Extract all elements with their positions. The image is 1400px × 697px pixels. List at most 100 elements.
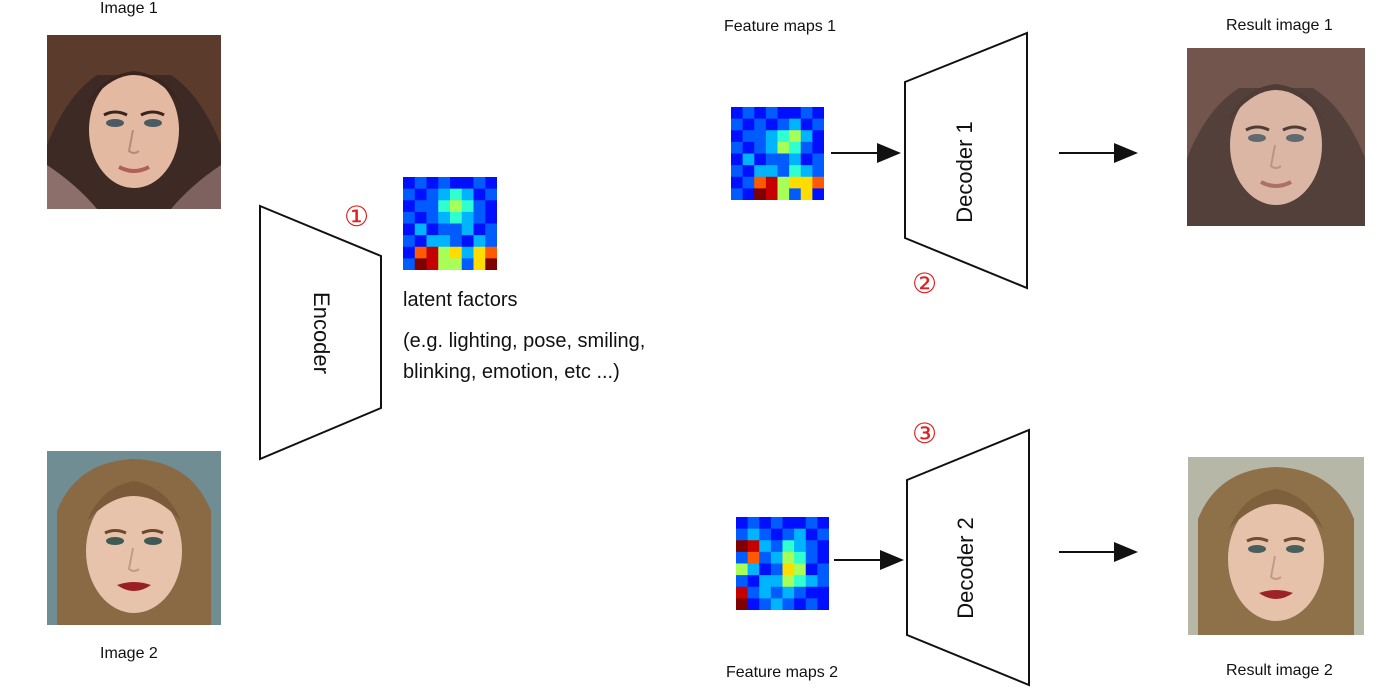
heatmap-cell	[461, 258, 474, 270]
heatmap-cell	[426, 200, 439, 213]
heatmap-cell	[777, 188, 790, 200]
heatmap-cell	[805, 517, 818, 530]
heatmap-cell	[800, 188, 813, 200]
heatmap-cell	[731, 141, 744, 154]
heatmap-cell	[759, 598, 772, 610]
decoder1-block	[904, 31, 1028, 290]
heatmap-cell	[789, 153, 802, 166]
heatmap-cell	[794, 517, 807, 530]
heatmap-cell	[438, 223, 451, 236]
heatmap-cell	[770, 517, 783, 530]
feature-map1-heatmap	[731, 107, 824, 200]
heatmap-cell	[794, 528, 807, 541]
heatmap-cell	[403, 211, 416, 224]
heatmap-cell	[759, 528, 772, 541]
image2-label: Image 2	[100, 645, 158, 662]
heatmap-cell	[747, 540, 760, 553]
heatmap-cell	[794, 575, 807, 588]
heatmap-cell	[736, 575, 749, 588]
heatmap-cell	[731, 165, 744, 178]
heatmap-cell	[461, 188, 474, 201]
result2-face	[1188, 457, 1364, 635]
heatmap-cell	[805, 575, 818, 588]
heatmap-cell	[759, 551, 772, 564]
heatmap-cell	[414, 177, 427, 190]
heatmap-cell	[765, 176, 778, 189]
heatmap-cell	[759, 575, 772, 588]
heatmap-cell	[800, 176, 813, 189]
heatmap-cell	[461, 200, 474, 213]
heatmap-cell	[770, 540, 783, 553]
heatmap-cell	[794, 551, 807, 564]
heatmap-cell	[426, 211, 439, 224]
heatmap-cell	[759, 517, 772, 530]
heatmap-cell	[754, 188, 767, 200]
heatmap-cell	[765, 130, 778, 143]
heatmap-cell	[770, 586, 783, 599]
heatmap-cell	[426, 235, 439, 248]
heatmap-cell	[817, 598, 829, 610]
heatmap-cell	[812, 141, 824, 154]
image1-face	[47, 35, 221, 209]
heatmap-cell	[438, 188, 451, 201]
heatmap-cell	[812, 107, 824, 120]
heatmap-cell	[742, 118, 755, 131]
heatmap-cell	[438, 258, 451, 270]
heatmap-cell	[754, 118, 767, 131]
heatmap-cell	[414, 200, 427, 213]
heatmap-cell	[800, 141, 813, 154]
heatmap-cell	[765, 118, 778, 131]
heatmap-cell	[777, 153, 790, 166]
heatmap-cell	[782, 528, 795, 541]
heatmap-cell	[473, 200, 486, 213]
heatmap-cell	[414, 211, 427, 224]
heatmap-cell	[817, 586, 829, 599]
heatmap-cell	[414, 223, 427, 236]
heatmap-cell	[805, 598, 818, 610]
heatmap-cell	[782, 551, 795, 564]
heatmap-cell	[817, 551, 829, 564]
heatmap-cell	[736, 540, 749, 553]
heatmap-cell	[812, 130, 824, 143]
heatmap-cell	[473, 211, 486, 224]
heatmap-cell	[747, 517, 760, 530]
heatmap-cell	[450, 211, 463, 224]
feature-maps2-label: Feature maps 2	[726, 664, 839, 681]
heatmap-cell	[485, 235, 497, 248]
heatmap-cell	[426, 188, 439, 201]
heatmap-cell	[770, 551, 783, 564]
heatmap-cell	[438, 235, 451, 248]
step-marker-3: ③	[912, 418, 938, 449]
feature-map2-heatmap	[736, 517, 829, 610]
heatmap-cell	[789, 188, 802, 200]
heatmap-cell	[438, 177, 451, 190]
heatmap-cell	[403, 235, 416, 248]
heatmap-cell	[485, 188, 497, 201]
heatmap-cell	[789, 176, 802, 189]
heatmap-cell	[461, 223, 474, 236]
heatmap-cell	[731, 176, 744, 189]
heatmap-cell	[473, 177, 486, 190]
heatmap-cell	[777, 165, 790, 178]
heatmap-cell	[414, 246, 427, 259]
heatmap-cell	[800, 165, 813, 178]
heatmap-cell	[742, 141, 755, 154]
heatmap-cell	[812, 188, 824, 200]
latent-heatmap	[403, 177, 497, 270]
heatmap-cell	[812, 118, 824, 131]
heatmap-cell	[782, 586, 795, 599]
decoder2-label: Decoder 2	[953, 517, 978, 619]
heatmap-cell	[485, 246, 497, 259]
heatmap-cell	[759, 586, 772, 599]
image1-label: Image 1	[100, 0, 158, 17]
encoder-label: Encoder	[309, 292, 334, 374]
heatmap-cell	[782, 517, 795, 530]
heatmap-cell	[794, 563, 807, 576]
heatmap-cell	[759, 563, 772, 576]
heatmap-cell	[736, 563, 749, 576]
heatmap-cell	[794, 598, 807, 610]
heatmap-cell	[438, 211, 451, 224]
heatmap-cell	[754, 141, 767, 154]
heatmap-cell	[777, 118, 790, 131]
heatmap-cell	[782, 598, 795, 610]
